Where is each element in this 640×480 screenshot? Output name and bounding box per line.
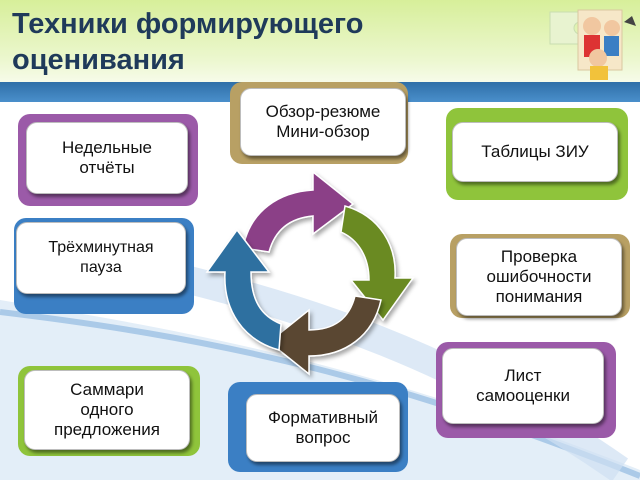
item-label: Трёхминутная пауза	[48, 239, 154, 276]
item-label: Саммари одного предложения	[54, 380, 160, 439]
slide-title: Техники формирующего оценивания	[12, 8, 364, 76]
cycle-arrow-top	[242, 170, 355, 253]
cycle-arrow-bottom	[267, 295, 382, 376]
cycle-arrow-left	[205, 228, 282, 351]
cycle-arrows	[205, 170, 415, 376]
item-label: Формативный вопрос	[267, 408, 379, 447]
item-label: Таблицы ЗИУ	[481, 142, 589, 161]
puzzle-children-icon	[549, 9, 636, 80]
cycle-arrow-right	[340, 205, 415, 322]
item-label: Недельные отчёты	[61, 138, 152, 177]
item-label: Лист самооценки	[476, 366, 570, 405]
item-label: Обзор-резюме Мини-обзор	[265, 102, 381, 141]
item-label: Проверка ошибочности понимания	[486, 247, 592, 306]
